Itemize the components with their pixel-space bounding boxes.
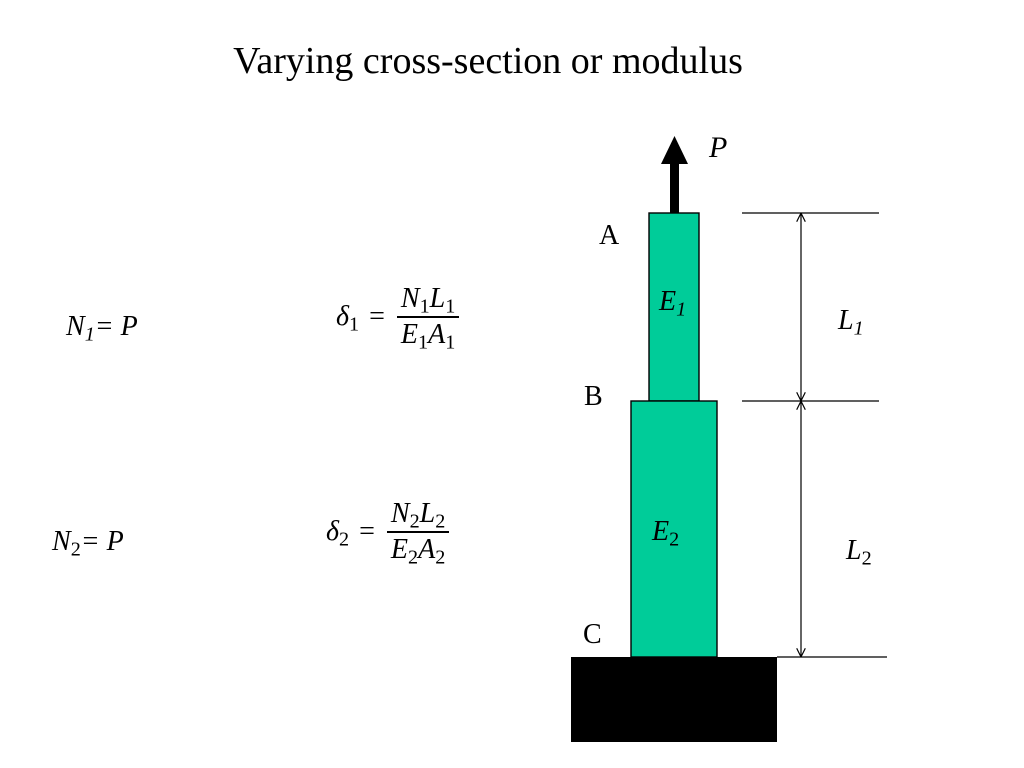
denominator-symbol: E [390,533,409,565]
upper-rod-segment [648,212,700,402]
modulus-subscript: 2 [669,528,680,551]
numerator-symbol: L [419,498,436,529]
fraction-bar [386,531,450,533]
fraction-denominator: E1A1 [397,318,459,354]
numerator-subscript: 2 [435,510,446,533]
modulus-label-lower: E2 [652,516,679,550]
modulus-label-upper: E1 [659,286,686,320]
point-label-b: B [584,381,603,412]
load-arrow-head [661,136,688,164]
denominator-subscript: 1 [445,331,456,354]
numerator-symbol: N [400,283,420,314]
equals-sign: = [359,515,375,547]
numerator-subscript: 1 [419,295,430,318]
force-label: P [709,131,728,164]
point-label-c: C [583,619,602,650]
fraction-numerator: N2L2 [387,497,449,533]
denominator-symbol: E [400,318,419,350]
load-arrow-shaft [670,163,679,213]
fraction-denominator: E2A2 [387,533,449,569]
length-symbol: L [846,535,862,566]
denominator-subscript: 2 [408,546,419,569]
axial-force-eq-1: N1= P [66,311,138,345]
axial-force-symbol: N [66,311,85,342]
modulus-symbol: E [659,286,677,317]
equals-sign: = [369,300,385,332]
deformation-eq-2: δ2 = N2L2 E2A2 [326,497,450,569]
length-symbol: L [838,305,854,336]
denominator-subscript: 1 [418,331,429,354]
axial-force-rhs: = P [94,311,138,342]
modulus-subscript: 1 [676,298,687,321]
fraction: N2L2 E2A2 [386,497,450,569]
delta-subscript: 2 [339,528,350,551]
delta-symbol: δ [336,300,350,332]
numerator-symbol: L [429,283,446,314]
denominator-symbol: A [428,318,446,350]
fixed-support-block [571,657,777,742]
delta-subscript: 1 [349,313,360,336]
fraction: N1L1 E1A1 [396,282,460,354]
deformation-lhs: δ2 [326,515,350,551]
deformation-eq-1: δ1 = N1L1 E1A1 [336,282,460,354]
axial-force-rhs: = P [80,526,124,557]
denominator-symbol: A [418,533,436,565]
axial-force-symbol: N [52,526,71,557]
fraction-numerator: N1L1 [397,282,459,318]
point-label-a: A [599,220,620,251]
length-subscript: 1 [853,317,864,340]
numerator-subscript: 1 [445,295,456,318]
lower-rod-segment [630,400,718,658]
axial-force-eq-2: N2= P [52,526,124,560]
delta-symbol: δ [326,515,340,547]
length-label-upper: L1 [838,305,864,339]
axial-force-subscript: 2 [70,538,81,561]
fraction-bar [396,316,460,318]
page-title: Varying cross-section or modulus [233,40,743,82]
numerator-subscript: 2 [409,510,420,533]
length-subscript: 2 [861,547,872,570]
deformation-lhs: δ1 [336,300,360,336]
denominator-subscript: 2 [435,546,446,569]
length-label-lower: L2 [846,535,872,569]
modulus-symbol: E [652,516,670,547]
axial-force-subscript: 1 [84,323,95,346]
numerator-symbol: N [390,498,410,529]
